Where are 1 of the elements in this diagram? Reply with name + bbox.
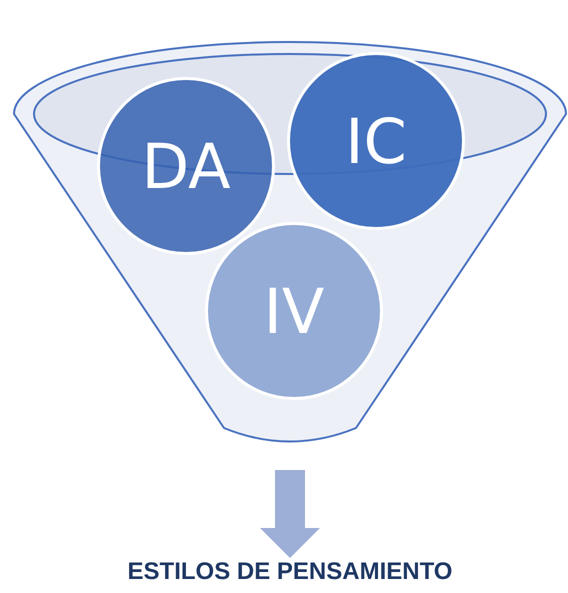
result-label: ESTILOS DE PENSAMIENTO — [60, 558, 520, 590]
